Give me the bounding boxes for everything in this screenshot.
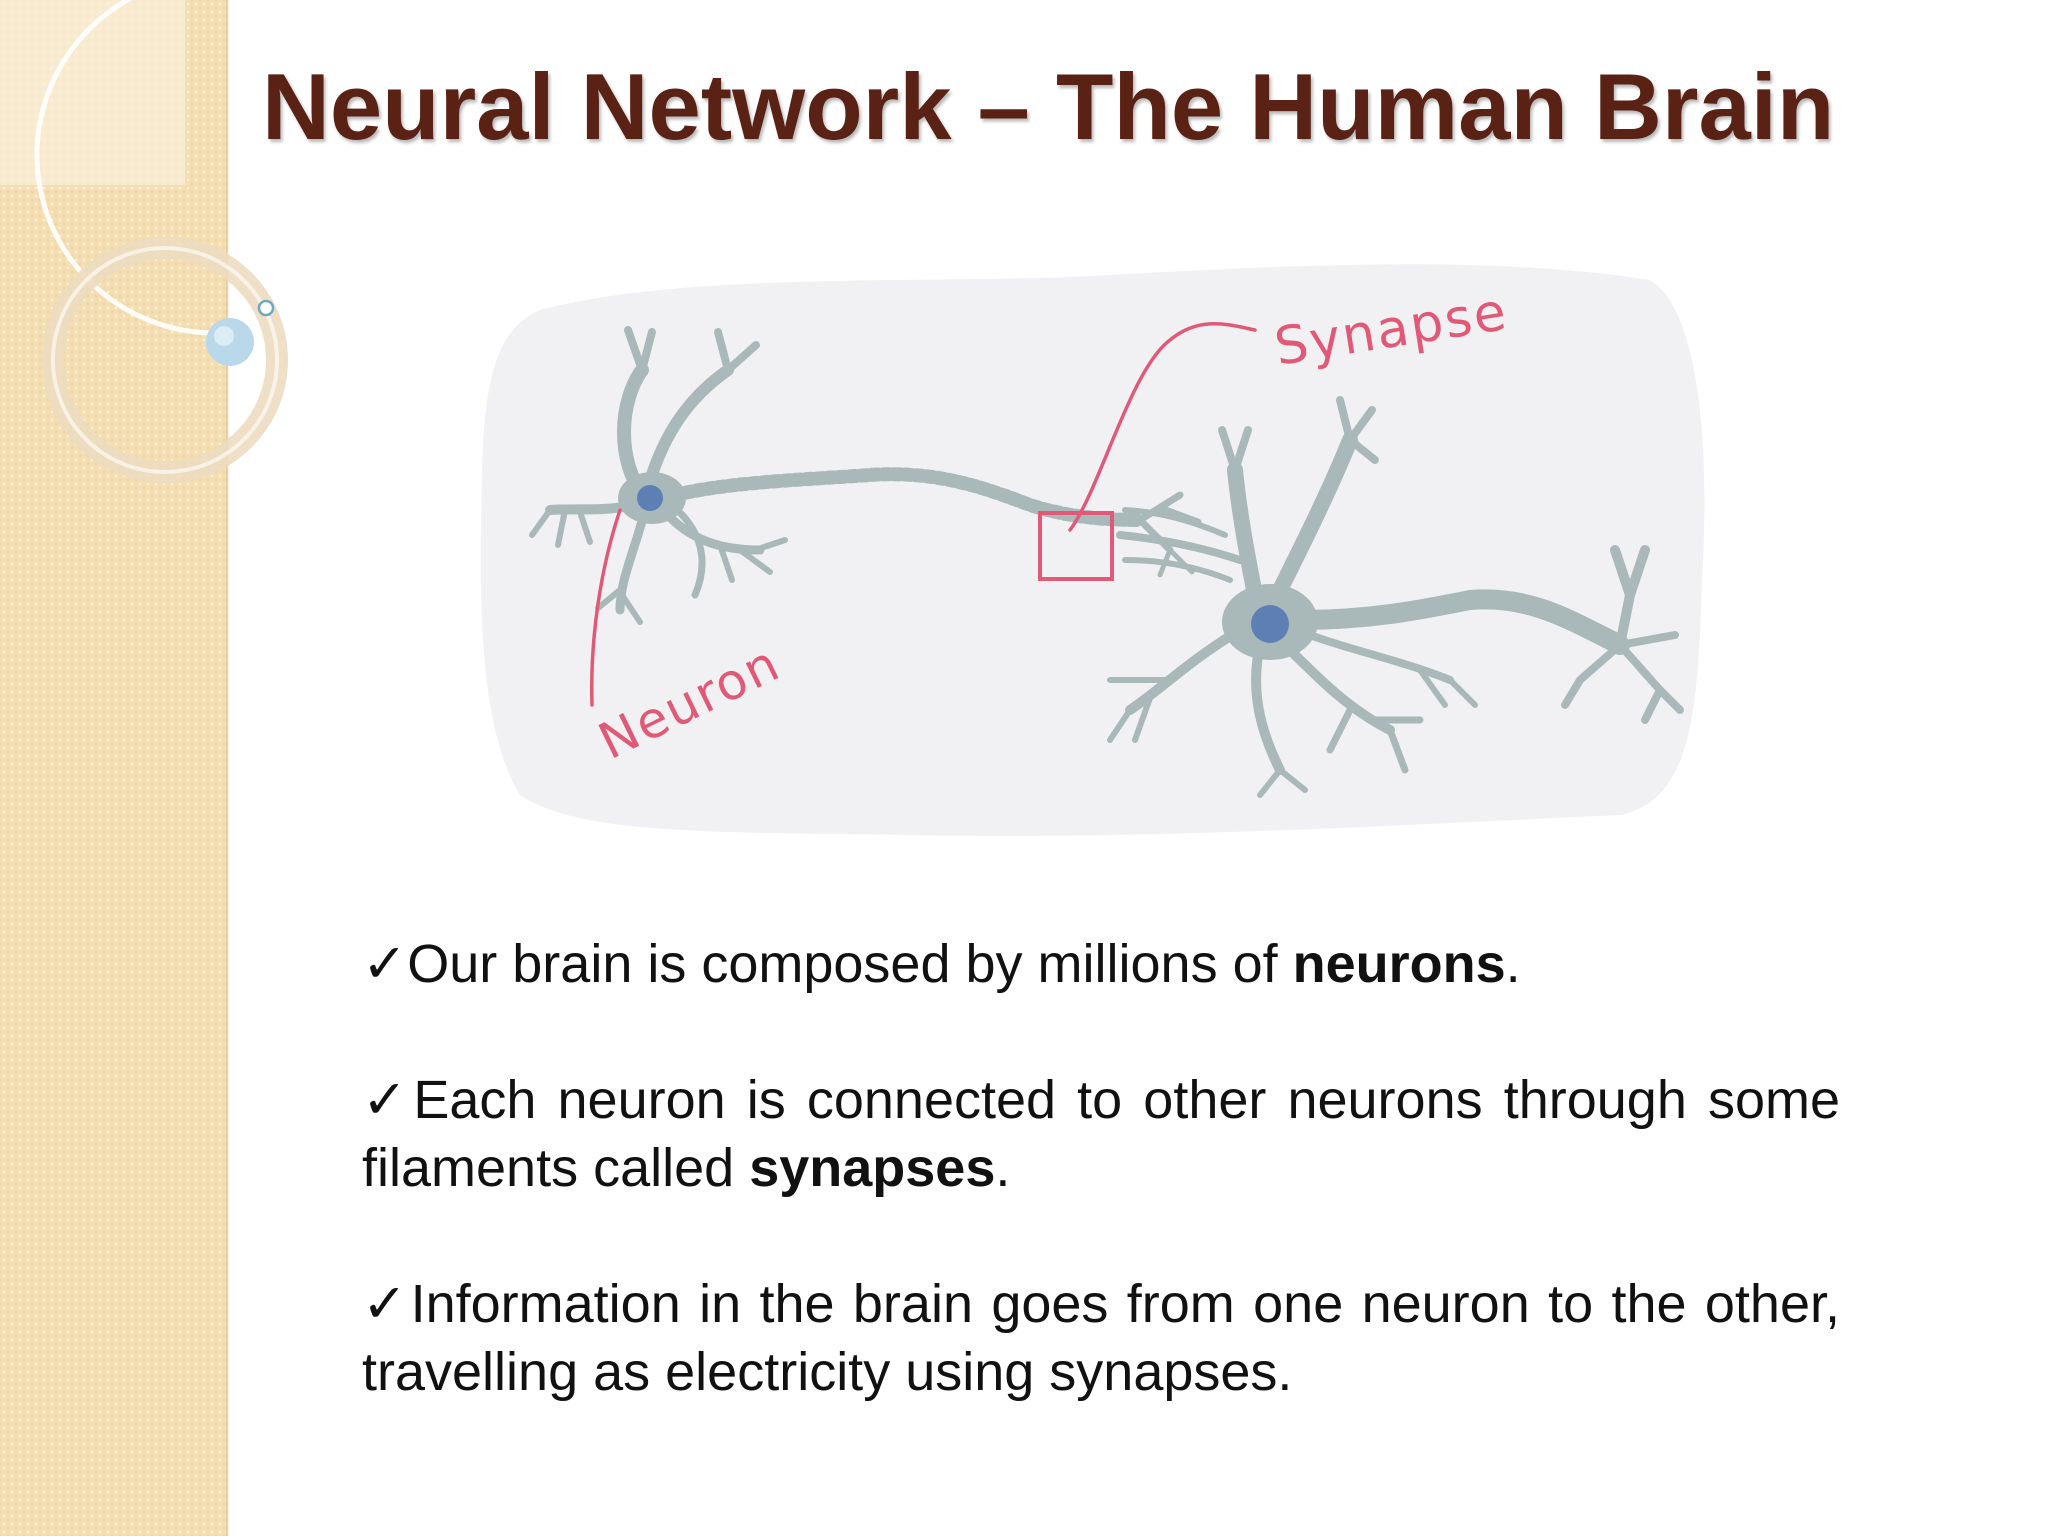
checkmark-icon: ✓ bbox=[362, 1272, 411, 1335]
neuron-diagram: Synapse Neuron bbox=[470, 250, 1710, 840]
bullet-item: ✓Our brain is composed by millions of ne… bbox=[362, 930, 1840, 998]
bubble-shine bbox=[214, 326, 234, 346]
bullet-text-end: . bbox=[1505, 934, 1521, 994]
synapse-highlight-box bbox=[1038, 511, 1114, 581]
page-title: Neural Network – The Human Brain bbox=[262, 54, 1835, 159]
bullet-text-end: . bbox=[995, 1138, 1011, 1198]
side-panel-edge bbox=[226, 0, 230, 1536]
bullet-text: Our brain is composed by millions of bbox=[407, 934, 1293, 994]
corner-highlight bbox=[0, 0, 185, 185]
bullet-list: ✓Our brain is composed by millions of ne… bbox=[362, 930, 1840, 1406]
bullet-text: Information in the brain goes from one n… bbox=[362, 1274, 1840, 1402]
checkmark-icon: ✓ bbox=[362, 1068, 414, 1131]
bubble-small bbox=[257, 299, 275, 317]
neuron-right bbox=[1107, 396, 1684, 798]
thick-ring-highlight bbox=[51, 246, 279, 474]
bullet-text: Each neuron is connected to other neuron… bbox=[362, 1070, 1840, 1198]
neuron-pointer-line bbox=[590, 508, 622, 707]
bullet-bold-term: neurons bbox=[1292, 934, 1506, 994]
bullet-item: ✓Each neuron is connected to other neuro… bbox=[362, 1066, 1840, 1202]
bullet-bold-term: synapses bbox=[749, 1138, 996, 1198]
neuron-right-nucleus bbox=[1251, 605, 1289, 643]
neuron-left-nucleus bbox=[637, 485, 663, 511]
decorative-circles bbox=[0, 0, 320, 483]
checkmark-icon: ✓ bbox=[362, 932, 408, 995]
diagram-background bbox=[480, 264, 1705, 836]
bullet-item: ✓Information in the brain goes from one … bbox=[362, 1270, 1840, 1406]
synapse-pointer-line bbox=[1068, 322, 1257, 532]
